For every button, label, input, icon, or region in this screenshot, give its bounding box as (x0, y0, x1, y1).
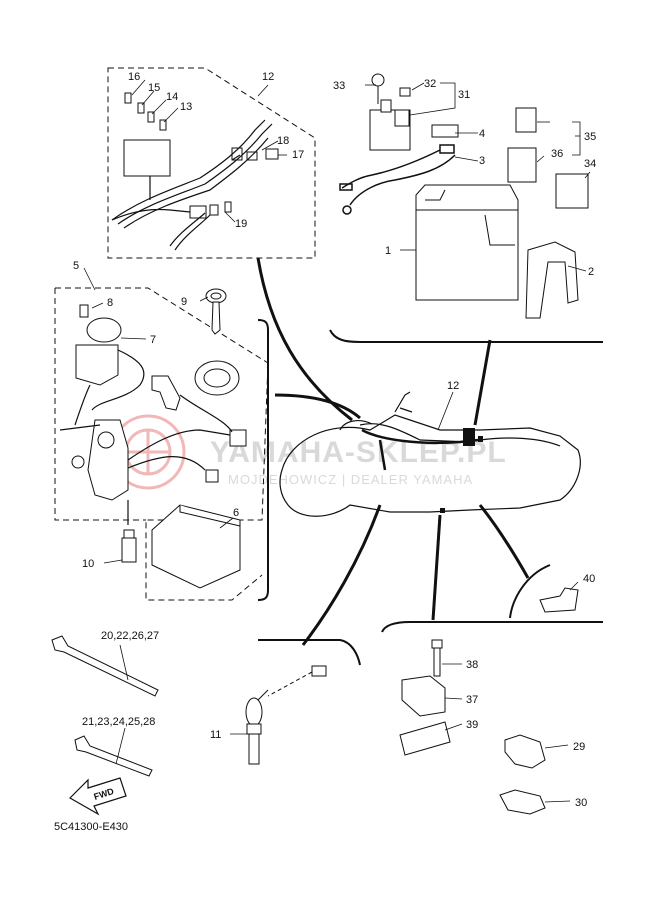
key-9 (205, 288, 227, 335)
label-33: 33 (333, 80, 345, 92)
label-1: 1 (385, 245, 391, 257)
fuse-13 (159, 119, 167, 131)
label-leaders (83, 79, 591, 803)
battery-cable-3 (339, 144, 456, 215)
bolt-38-head (431, 639, 443, 649)
watermark-tagline: MOJDEHOWICZ | DEALER YAMAHA (228, 472, 473, 487)
label-12-top: 12 (262, 71, 274, 83)
label-12-center: 12 (447, 380, 459, 392)
label-31: 31 (458, 89, 470, 101)
fuse-14 (147, 111, 155, 123)
label-19: 19 (235, 218, 247, 230)
label-35: 35 (584, 131, 596, 143)
ecu-6 (151, 504, 241, 589)
label-37: 37 (466, 694, 478, 706)
label-6: 6 (233, 507, 239, 519)
cable-tie-long (51, 635, 159, 697)
main-harness-12 (111, 119, 273, 251)
group-frames (54, 67, 603, 666)
part-labels: 12 16 15 14 13 18 17 19 33 32 31 4 3 1 2… (73, 71, 596, 809)
clamp-29 (504, 734, 546, 769)
label-5: 5 (73, 260, 79, 272)
connector-plug-a (229, 429, 247, 447)
label-32: 32 (424, 78, 436, 90)
fuse-32 (399, 87, 411, 97)
ignition-group (71, 304, 247, 589)
clamps (499, 587, 579, 815)
bolt-33-head (371, 73, 385, 87)
motorcycle-silhouette (279, 391, 581, 517)
cable-tie-short (74, 735, 153, 777)
label-2: 2 (588, 266, 594, 278)
motorcycle-harness (361, 428, 479, 471)
connector-19b (224, 201, 232, 213)
relay-35 (515, 107, 537, 133)
fuse-15 (137, 102, 145, 114)
bracket-mark (440, 508, 445, 513)
bolt-10 (121, 537, 137, 563)
label-9: 9 (181, 296, 187, 308)
fwd-arrow: FWD (69, 777, 127, 816)
connector-small (478, 436, 483, 442)
label-15: 15 (148, 82, 160, 94)
connector-block (463, 428, 475, 446)
connector-17 (265, 148, 279, 160)
group-leaders (256, 257, 530, 646)
screw-8 (79, 304, 89, 318)
label-7: 7 (150, 334, 156, 346)
label-36: 36 (551, 148, 563, 160)
label-10: 10 (82, 558, 94, 570)
label-18: 18 (277, 135, 289, 147)
label-30: 30 (575, 797, 587, 809)
label-34: 34 (584, 158, 596, 170)
battery-group (369, 73, 589, 319)
clamp-30 (499, 789, 546, 815)
sensor-11 (245, 665, 327, 765)
label-20-22-26-27: 20,22,26,27 (101, 630, 159, 642)
switch-bracket (151, 375, 181, 411)
relay-terminal (380, 99, 392, 113)
label-8: 8 (107, 297, 113, 309)
label-40: 40 (583, 573, 595, 585)
sensor-37-group (399, 639, 451, 756)
bolt-38 (433, 647, 441, 677)
bracket-40 (539, 587, 579, 613)
ignition-wiring (59, 349, 233, 525)
harness-plug-2 (189, 205, 207, 219)
label-11: 11 (210, 729, 221, 741)
label-16: 16 (128, 71, 140, 83)
relay-fuse-holder (394, 109, 410, 127)
watermark: YAMAHA-SKLEP.PL MOJDEHOWICZ | DEALER YAM… (110, 414, 506, 490)
cable-ties (51, 635, 159, 777)
terminal-cover-4 (431, 124, 459, 138)
sensor-connector (311, 665, 327, 677)
relay-36 (507, 147, 537, 183)
label-14: 14 (166, 91, 178, 103)
label-29: 29 (573, 741, 585, 753)
connector-19a (209, 204, 219, 216)
switch-bracket-7 (75, 344, 119, 386)
label-38: 38 (466, 659, 478, 671)
connector-plug-b (205, 469, 219, 483)
battery-band (525, 241, 579, 319)
label-21-23-24-25-28: 21,23,24,25,28 (82, 716, 155, 728)
bolt-10-head (123, 529, 135, 539)
bracket-39 (399, 721, 451, 756)
sensor-body (245, 697, 263, 727)
switch-body-7 (86, 317, 122, 343)
relay-34 (555, 173, 589, 209)
label-3: 3 (479, 155, 485, 167)
label-39: 39 (466, 719, 478, 731)
label-13: 13 (180, 101, 192, 113)
label-4: 4 (479, 128, 485, 140)
fuse-16 (124, 92, 132, 104)
diagram-code: 5C41300-E430 (54, 821, 128, 833)
fuse-box (123, 139, 171, 177)
label-17: 17 (292, 149, 304, 161)
sensor-37 (401, 675, 446, 717)
